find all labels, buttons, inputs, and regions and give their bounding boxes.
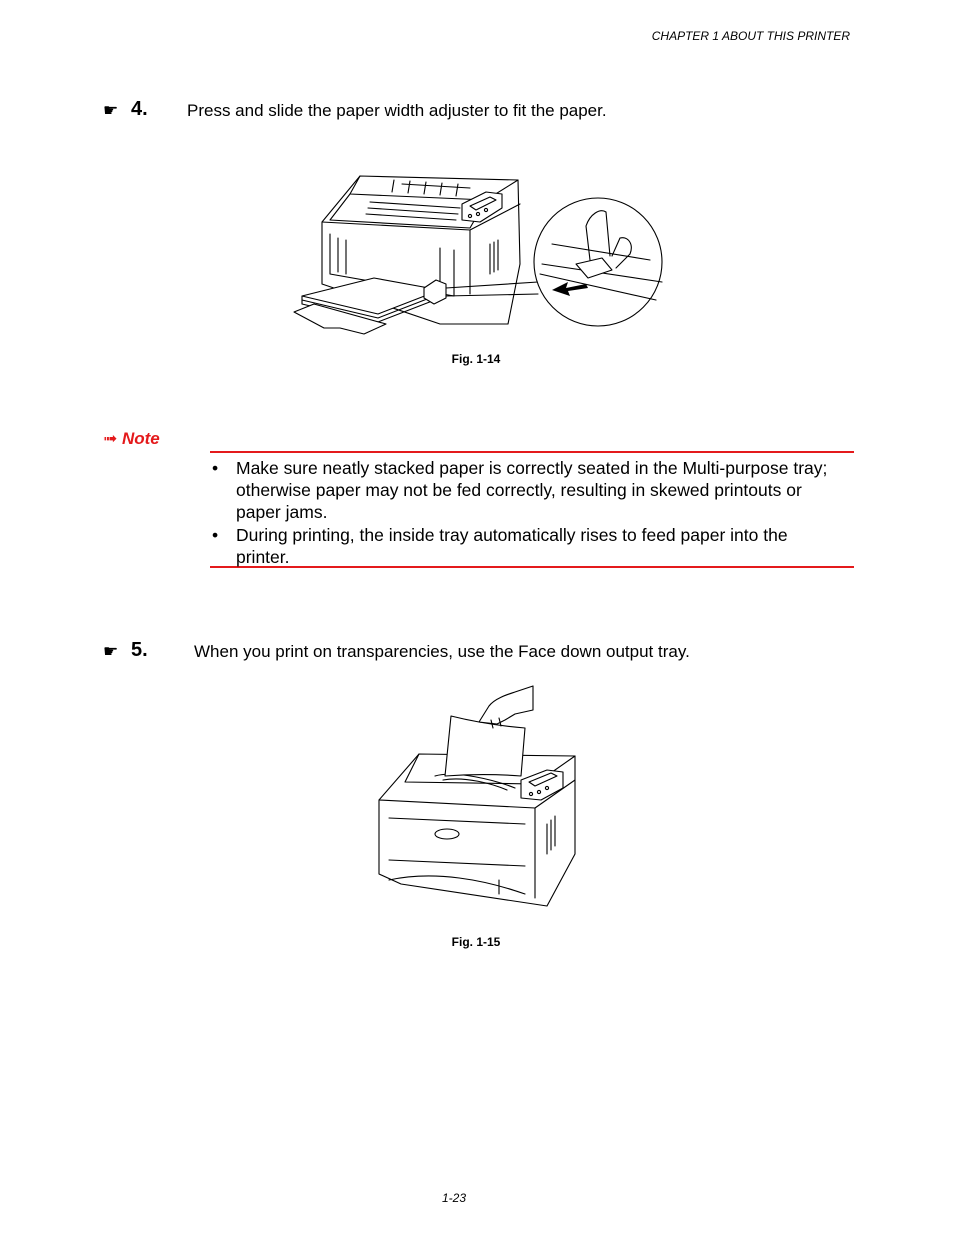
step-number: 4. bbox=[131, 98, 148, 120]
note-box: Make sure neatly stacked paper is correc… bbox=[210, 451, 854, 568]
figure-caption: Fig. 1-15 bbox=[451, 935, 501, 949]
step-number: 5. bbox=[131, 639, 148, 661]
pointing-hand-icon: ☛ bbox=[103, 642, 119, 661]
note-item: Make sure neatly stacked paper is correc… bbox=[210, 457, 830, 523]
step-5: ☛ 5. When you print on transparencies, u… bbox=[103, 639, 863, 666]
note-title: Note bbox=[121, 429, 160, 448]
step-text: When you print on transparencies, use th… bbox=[194, 642, 690, 661]
figure-1-14-illustration bbox=[293, 175, 663, 335]
pointing-hand-icon: ☛ bbox=[103, 101, 119, 120]
step-4: ☛ 4. Press and slide the paper width adj… bbox=[103, 98, 863, 125]
step-text: Press and slide the paper width adjuster… bbox=[187, 101, 607, 120]
note-item: During printing, the inside tray automat… bbox=[210, 524, 830, 568]
figure-1-15-illustration bbox=[378, 685, 576, 907]
chapter-header: CHAPTER 1 ABOUT THIS PRINTER bbox=[651, 29, 850, 43]
page-number: 1-23 bbox=[441, 1191, 467, 1205]
note-heading: ➟ Note bbox=[103, 429, 160, 449]
note-arrow-icon: ➟ bbox=[103, 429, 118, 448]
figure-caption: Fig. 1-14 bbox=[451, 352, 501, 366]
note-list: Make sure neatly stacked paper is correc… bbox=[210, 457, 830, 569]
